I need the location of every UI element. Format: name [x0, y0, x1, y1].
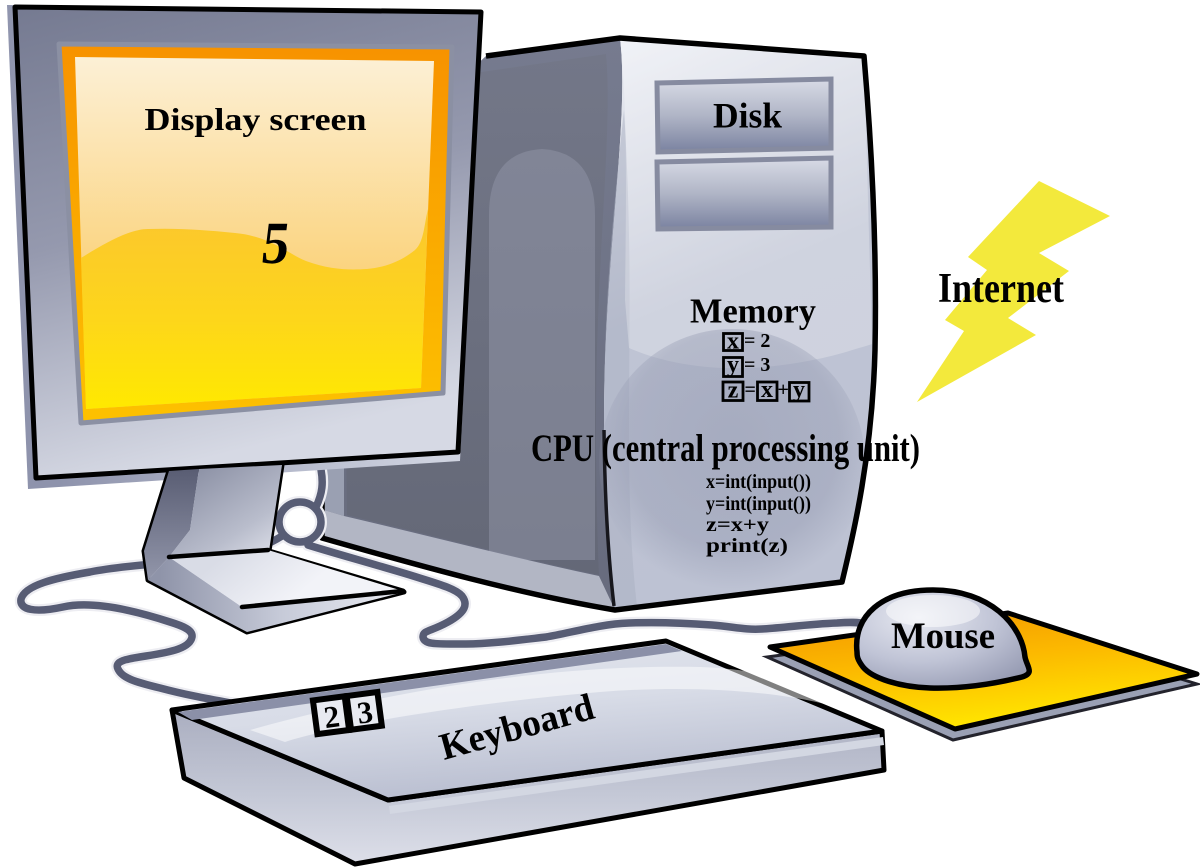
svg-text:y: y: [727, 352, 739, 378]
svg-text:z: z: [728, 378, 739, 404]
svg-text:y=int(input()): y=int(input()): [706, 493, 811, 515]
svg-text:Internet: Internet: [938, 265, 1064, 312]
svg-text:Mouse: Mouse: [891, 616, 995, 657]
svg-text:y: y: [793, 377, 805, 403]
svg-text:=: =: [745, 379, 756, 401]
svg-text:Disk: Disk: [713, 96, 782, 136]
svg-text:= 3: = 3: [744, 354, 770, 376]
svg-text:z=x+y: z=x+y: [706, 514, 769, 536]
svg-text:= 2: = 2: [744, 330, 770, 352]
svg-text:x: x: [761, 377, 773, 403]
svg-text:print(z): print(z): [706, 535, 788, 557]
svg-text:x: x: [727, 329, 739, 355]
svg-text:Memory: Memory: [690, 293, 816, 331]
svg-text:+: +: [778, 379, 789, 401]
svg-text:2: 2: [322, 698, 342, 735]
svg-text:CPU (central processing unit): CPU (central processing unit): [531, 426, 920, 470]
svg-text:Display screen: Display screen: [145, 102, 368, 137]
svg-text:3: 3: [355, 694, 375, 731]
svg-text:x=int(input()): x=int(input()): [706, 471, 811, 493]
